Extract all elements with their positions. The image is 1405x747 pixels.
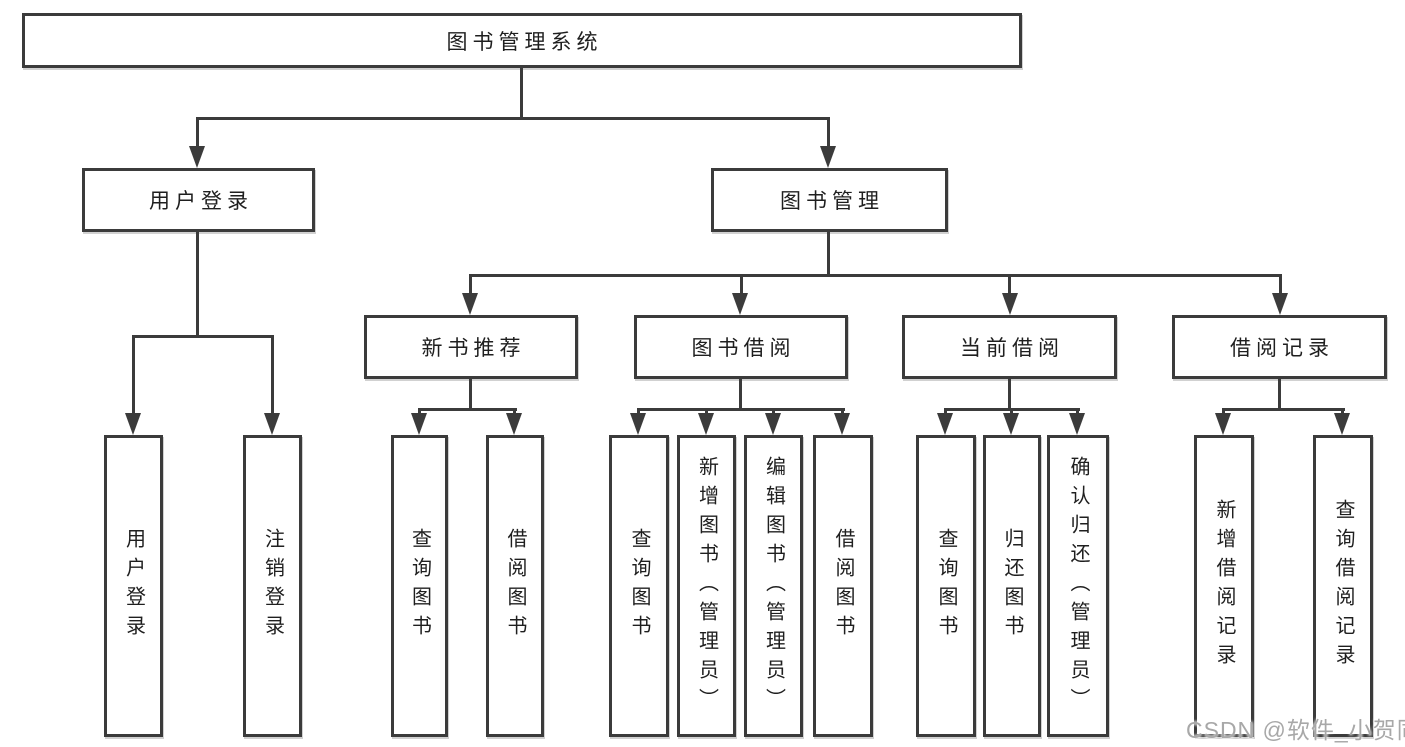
connector-vline	[1279, 274, 1282, 295]
connector-vline	[1222, 408, 1225, 415]
connector-vline	[418, 408, 421, 415]
arrowhead-down	[264, 413, 280, 435]
arrowhead-down	[1069, 413, 1085, 435]
connector-vline	[520, 68, 523, 117]
leaf-query-books-current: 查询图书	[916, 435, 976, 737]
node-book-management: 图书管理	[711, 168, 948, 232]
arrowhead-down	[506, 413, 522, 435]
leaf-query-books-borrow: 查询图书	[609, 435, 669, 737]
arrowhead-down	[1272, 293, 1288, 315]
node-borrow-records: 借阅记录	[1172, 315, 1387, 379]
leaf-user-login: 用户登录	[104, 435, 163, 737]
arrowhead-down	[189, 146, 205, 168]
leaf-edit-book-admin: 编辑图书（管理员）	[744, 435, 803, 737]
arrowhead-down	[732, 293, 748, 315]
arrowhead-down	[125, 413, 141, 435]
connector-hline	[1222, 408, 1345, 411]
connector-vline	[827, 232, 830, 274]
connector-vline	[1008, 379, 1011, 408]
leaf-confirm-return-admin: 确认归还（管理员）	[1047, 435, 1109, 737]
arrowhead-down	[1334, 413, 1350, 435]
leaf-borrow-books-recommend: 借阅图书	[486, 435, 544, 737]
leaf-logout-login: 注销登录	[243, 435, 302, 737]
connector-vline	[827, 117, 830, 149]
connector-hline	[469, 274, 1282, 277]
connector-vline	[196, 117, 199, 149]
connector-vline	[772, 408, 775, 415]
watermark: CSDN @软件_小贺同学	[1186, 717, 1405, 743]
arrowhead-down	[411, 413, 427, 435]
arrowhead-down	[1003, 413, 1019, 435]
arrowhead-down	[1002, 293, 1018, 315]
leaf-borrow-books-borrow: 借阅图书	[813, 435, 873, 737]
leaf-query-borrow-record: 查询借阅记录	[1313, 435, 1373, 737]
arrowhead-down	[630, 413, 646, 435]
connector-vline	[1008, 274, 1011, 295]
connector-vline	[469, 274, 472, 295]
connector-hline	[196, 117, 830, 120]
connector-hline	[418, 408, 517, 411]
connector-vline	[1076, 408, 1079, 415]
node-root: 图书管理系统	[22, 13, 1022, 68]
connector-hline	[132, 335, 274, 338]
connector-vline	[841, 408, 844, 415]
arrowhead-down	[698, 413, 714, 435]
node-current-borrow: 当前借阅	[902, 315, 1117, 379]
node-user-login: 用户登录	[82, 168, 315, 232]
connector-vline	[739, 379, 742, 408]
connector-vline	[944, 408, 947, 415]
leaf-return-book: 归还图书	[983, 435, 1041, 737]
connector-vline	[705, 408, 708, 415]
arrowhead-down	[937, 413, 953, 435]
connector-vline	[740, 274, 743, 295]
node-new-book-recommend: 新书推荐	[364, 315, 578, 379]
connector-vline	[513, 408, 516, 415]
connector-vline	[469, 379, 472, 408]
connector-vline	[132, 335, 135, 414]
connector-hline	[637, 408, 845, 411]
arrowhead-down	[820, 146, 836, 168]
arrowhead-down	[765, 413, 781, 435]
connector-vline	[1341, 408, 1344, 415]
leaf-add-book-admin: 新增图书（管理员）	[677, 435, 736, 737]
arrowhead-down	[834, 413, 850, 435]
node-book-borrow: 图书借阅	[634, 315, 848, 379]
connector-vline	[1010, 408, 1013, 415]
connector-vline	[637, 408, 640, 415]
arrowhead-down	[1215, 413, 1231, 435]
connector-vline	[196, 232, 199, 335]
leaf-query-books-recommend: 查询图书	[391, 435, 448, 737]
connector-vline	[1278, 379, 1281, 408]
arrowhead-down	[462, 293, 478, 315]
connector-vline	[271, 335, 274, 414]
leaf-add-borrow-record: 新增借阅记录	[1194, 435, 1254, 737]
